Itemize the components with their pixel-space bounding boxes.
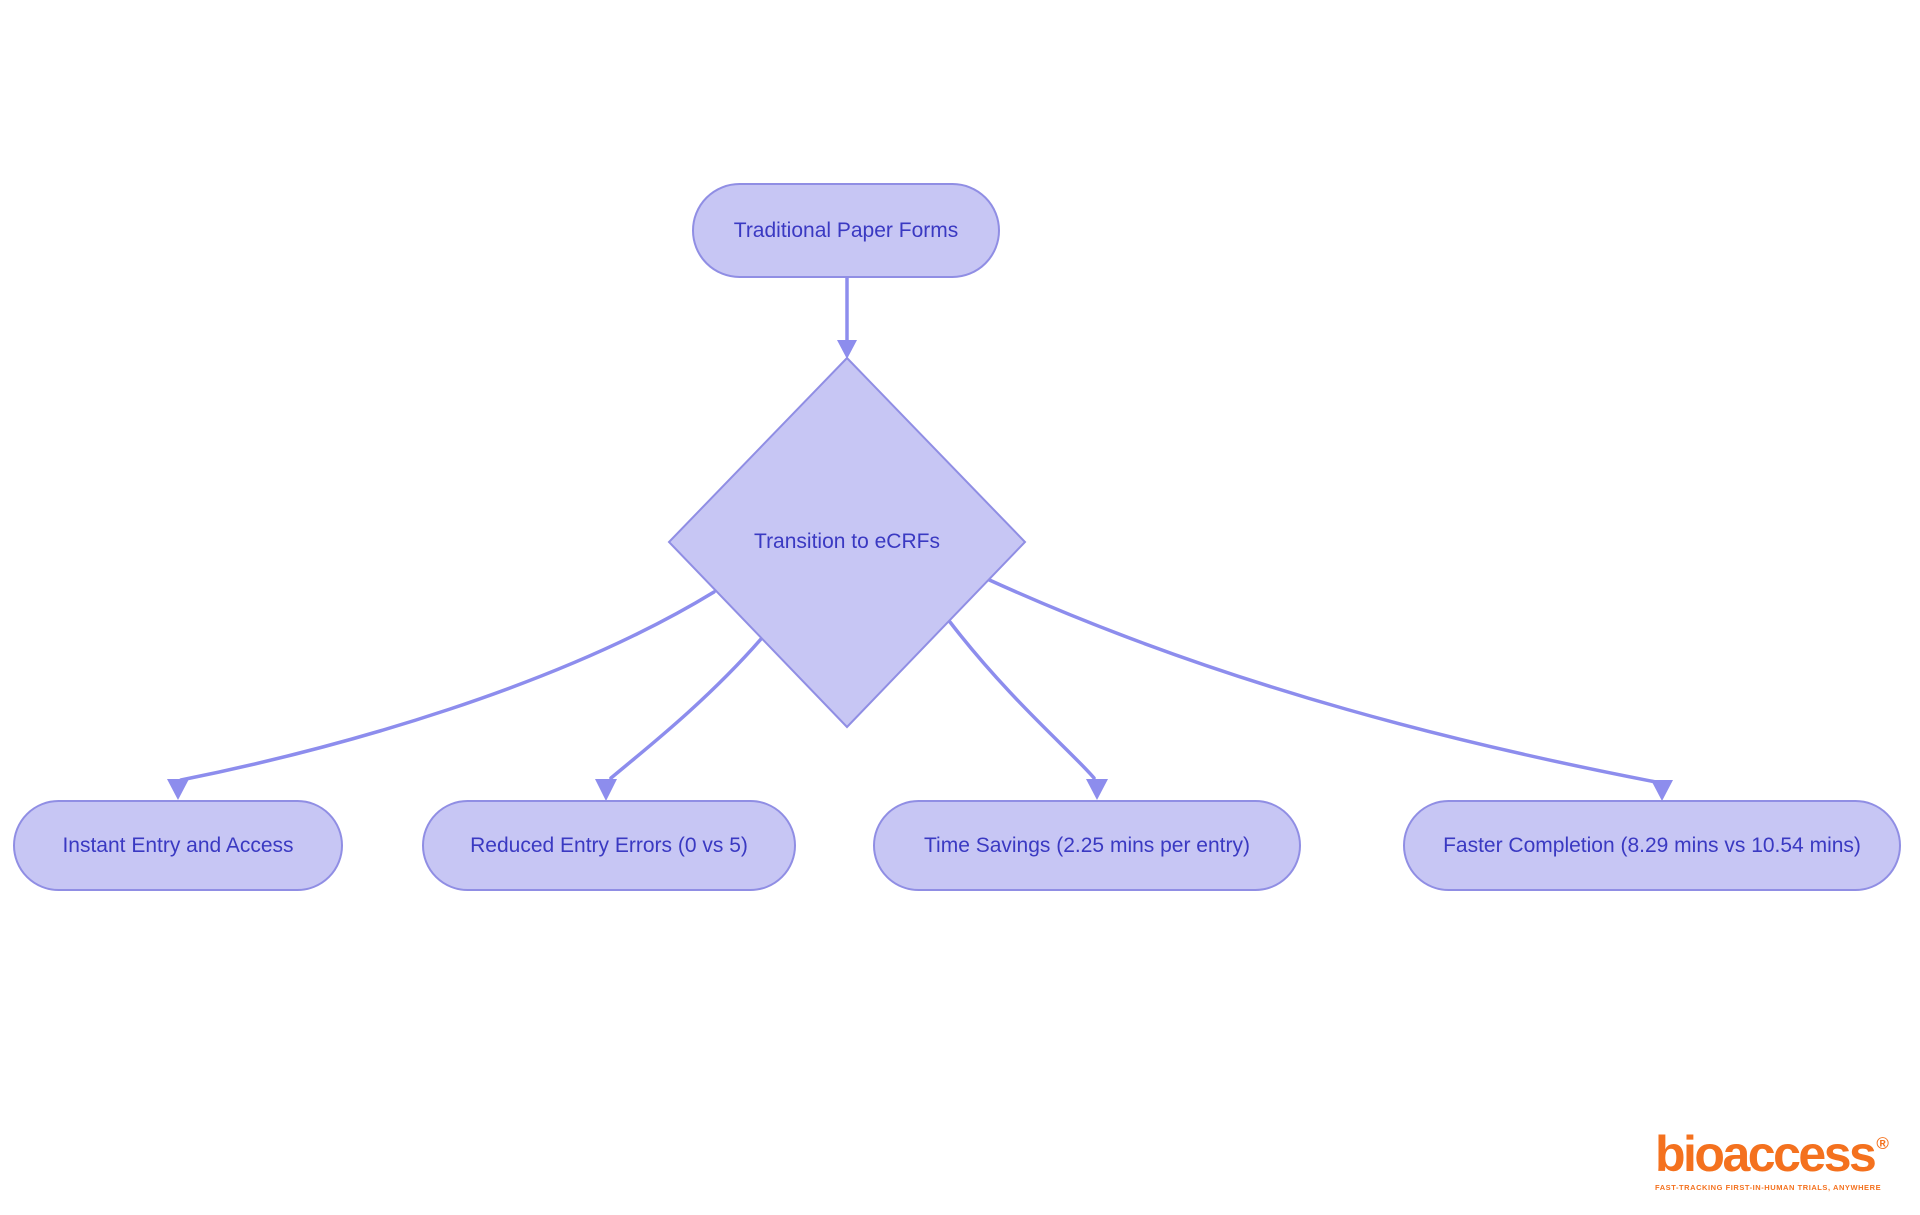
node-time-savings-label: Time Savings (2.25 mins per entry) [923, 833, 1250, 857]
node-faster-completion-label: Faster Completion (8.29 mins vs 10.54 mi… [1443, 833, 1861, 857]
node-transition-to-ecrfs-label: Transition to eCRFs [754, 530, 940, 553]
bioaccess-logo: bioaccess® FAST-TRACKING FIRST-IN-HUMAN … [1655, 1120, 1889, 1192]
bioaccess-logo-tagline: FAST-TRACKING FIRST-IN-HUMAN TRIALS, ANY… [1655, 1183, 1882, 1192]
arrowhead-reduced-errors-icon [595, 779, 617, 801]
arrowhead-time-savings-icon [1086, 779, 1108, 800]
node-reduced-errors-label: Reduced Entry Errors (0 vs 5) [470, 833, 748, 857]
bioaccess-logo-wordmark: bioaccess® [1655, 1120, 1889, 1179]
node-instant-entry-label: Instant Entry and Access [62, 833, 294, 857]
arrowhead-instant-entry-icon [167, 779, 189, 800]
edge-decision-to-time-savings [948, 620, 1096, 780]
edge-decision-to-instant-entry [179, 590, 716, 782]
node-traditional-paper-forms-label: Traditional Paper Forms [733, 218, 959, 242]
registered-trademark-icon: ® [1876, 1134, 1889, 1153]
arrowhead-faster-completion-icon [1651, 780, 1673, 801]
node-faster-completion: Faster Completion (8.29 mins vs 10.54 mi… [1403, 800, 1901, 891]
node-instant-entry-and-access: Instant Entry and Access [13, 800, 343, 891]
edge-decision-to-faster-completion [983, 576, 1658, 784]
node-time-savings: Time Savings (2.25 mins per entry) [873, 800, 1301, 891]
bioaccess-brand-text: bioaccess [1655, 1126, 1877, 1182]
arrowhead-decision-icon [837, 340, 857, 359]
decision-diamond-shape [667, 356, 1027, 729]
edge-decision-to-reduced-errors [609, 637, 763, 780]
node-traditional-paper-forms: Traditional Paper Forms [692, 183, 1000, 278]
node-reduced-entry-errors: Reduced Entry Errors (0 vs 5) [422, 800, 796, 891]
